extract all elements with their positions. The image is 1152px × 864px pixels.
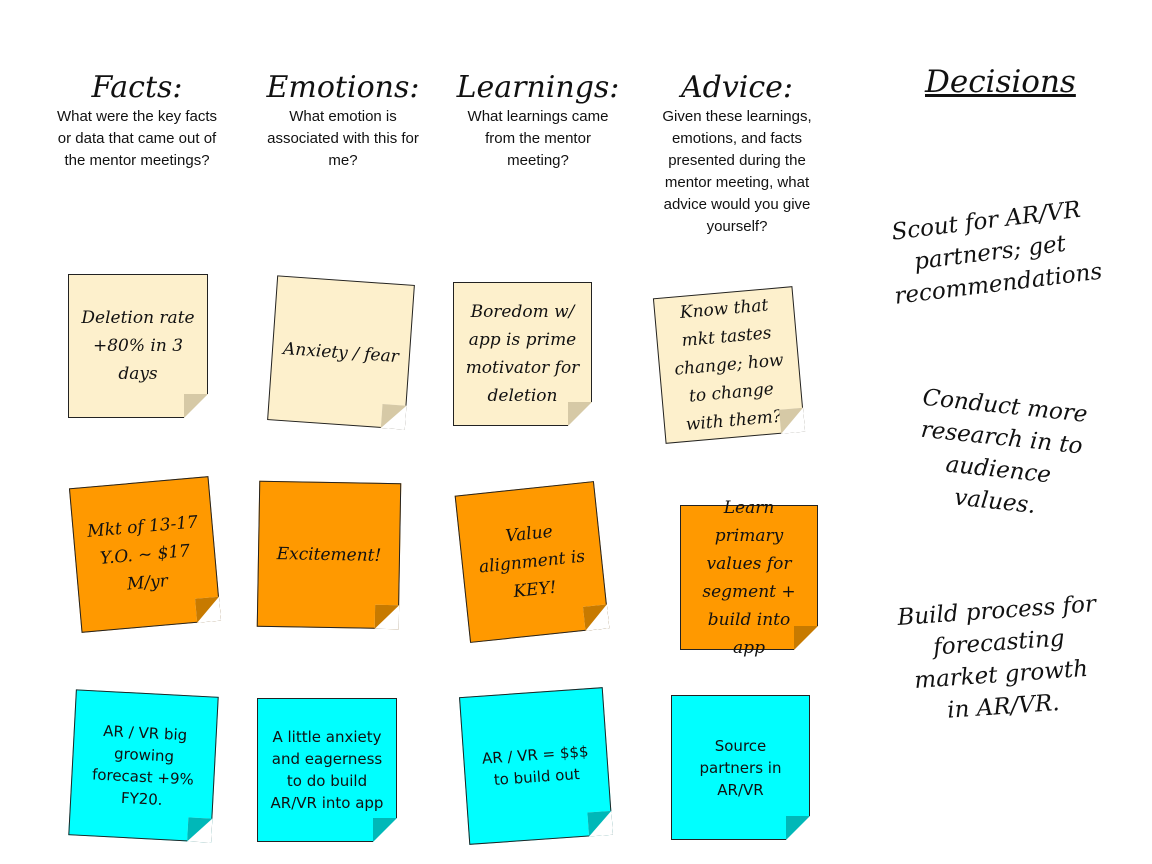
folded-corner — [582, 604, 610, 631]
note-text: Source partners in AR/VR — [699, 736, 782, 799]
note-text: Anxiety / fear — [282, 338, 400, 367]
column-title: Emotions: — [266, 70, 420, 105]
folded-corner — [380, 404, 407, 430]
column-question: What emotion is associated with this for… — [267, 108, 419, 169]
note-text: Deletion rate +80% in 3 days — [81, 308, 195, 384]
column-header-emotions: Emotions: What emotion is associated wit… — [258, 70, 428, 172]
folded-corner — [374, 604, 400, 630]
folded-corner — [587, 810, 613, 837]
note-text: Mkt of 13-17 Y.O. ~ $17 M/yr — [86, 511, 199, 595]
sticky-note[interactable]: Anxiety / fear — [267, 275, 415, 430]
sticky-note[interactable]: Excitement! — [256, 480, 402, 630]
column-title: Facts: — [91, 70, 183, 105]
folded-corner — [373, 818, 397, 842]
column-header-facts: Facts: What were the key facts or data t… — [52, 70, 222, 172]
decision-item: Conduct more research in to audience val… — [919, 384, 1089, 519]
sticky-note[interactable]: A little anxiety and eagerness to do bui… — [257, 698, 397, 842]
sticky-note[interactable]: Boredom w/ app is prime motivator for de… — [453, 282, 592, 426]
sticky-note[interactable]: Know that mkt tastes change; how to chan… — [652, 286, 806, 444]
folded-corner — [187, 817, 213, 843]
note-text: AR / VR = $$$ to build out — [481, 742, 590, 789]
column-question: Given these learnings, emotions, and fac… — [662, 108, 812, 235]
column-title: Advice: — [680, 70, 794, 105]
column-question: What learnings came from the mentor meet… — [467, 108, 609, 169]
decision-item: Scout for AR/VR partners; get recommenda… — [890, 196, 1104, 310]
folded-corner — [568, 402, 592, 426]
column-title: Learnings: — [456, 70, 620, 105]
sticky-note[interactable]: AR / VR big growing forecast +9% FY20. — [68, 689, 219, 843]
note-text: Value alignment is KEY! — [478, 521, 586, 603]
column-header-advice: Advice: Given these learnings, emotions,… — [652, 70, 822, 238]
decisions-title: Decisions — [925, 64, 1076, 100]
sticky-note[interactable]: Mkt of 13-17 Y.O. ~ $17 M/yr — [68, 476, 222, 633]
folded-corner — [794, 626, 818, 650]
decision-item: Build process for forecasting market gro… — [896, 591, 1097, 724]
column-header-learnings: Learnings: What learnings came from the … — [453, 70, 623, 172]
note-text: Learn primary values for segment + build… — [702, 497, 796, 658]
sticky-note[interactable]: Value alignment is KEY! — [454, 481, 610, 643]
folded-corner — [195, 596, 222, 623]
note-text: Know that mkt tastes change; how to chan… — [673, 295, 785, 435]
sticky-note[interactable]: Deletion rate +80% in 3 days — [68, 274, 208, 418]
folded-corner — [786, 816, 810, 840]
note-text: A little anxiety and eagerness to do bui… — [270, 728, 384, 812]
folded-corner — [184, 394, 208, 418]
folded-corner — [779, 407, 806, 434]
note-text: Boredom w/ app is prime motivator for de… — [465, 302, 580, 406]
sticky-note[interactable]: AR / VR = $$$ to build out — [459, 687, 613, 845]
column-question: What were the key facts or data that cam… — [56, 108, 218, 169]
note-text: AR / VR big growing forecast +9% FY20. — [91, 721, 195, 810]
sticky-note[interactable]: Learn primary values for segment + build… — [680, 498, 818, 658]
sticky-note[interactable]: Source partners in AR/VR — [671, 695, 810, 840]
note-text: Excitement! — [276, 544, 382, 566]
